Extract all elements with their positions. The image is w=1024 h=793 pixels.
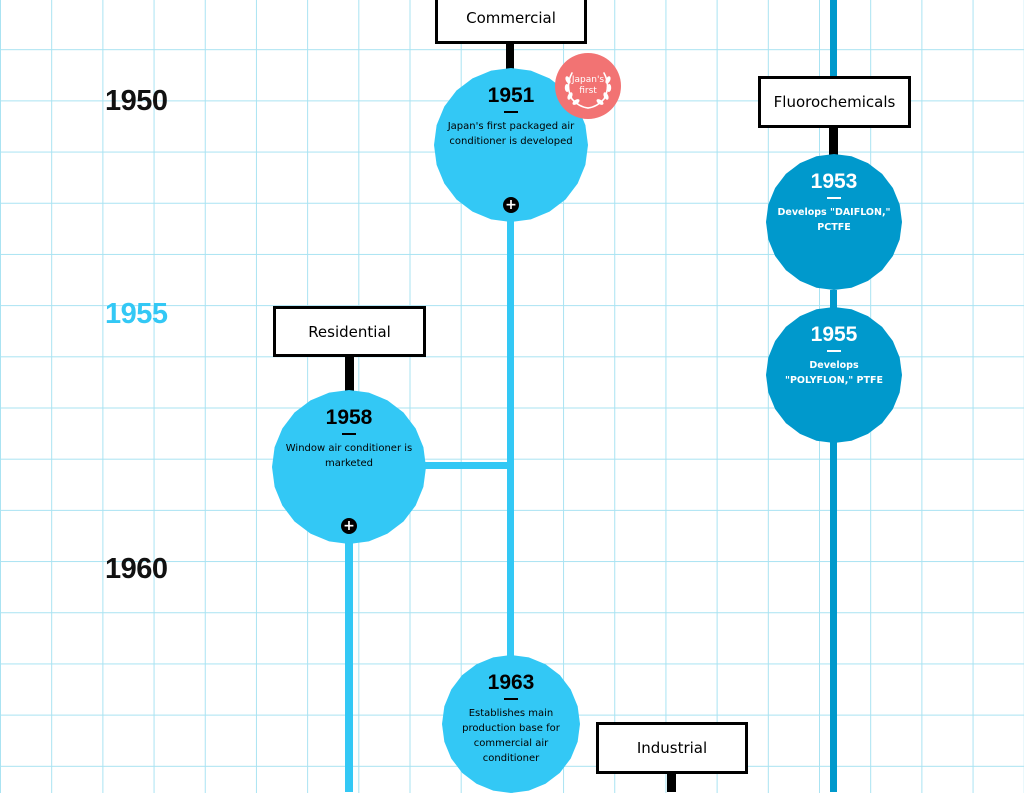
event-year: 1955 xyxy=(810,323,858,346)
event-node-1955[interactable]: 1955 Develops "POLYFLON," PTFE xyxy=(766,307,902,443)
year-dash xyxy=(827,350,841,352)
fluorochemicals-timeline-mid xyxy=(830,290,837,312)
year-label-1950: 1950 xyxy=(105,85,168,117)
category-industrial[interactable]: Industrial xyxy=(596,722,748,774)
event-description: Japan's first packaged air conditioner i… xyxy=(447,121,575,147)
category-fluorochemicals[interactable]: Fluorochemicals xyxy=(758,76,911,128)
category-commercial[interactable]: Commercial xyxy=(435,0,587,44)
year-dash xyxy=(504,698,518,700)
year-dash xyxy=(504,111,518,113)
event-year: 1951 xyxy=(487,84,535,107)
expand-plus-icon[interactable]: + xyxy=(341,518,357,534)
commercial-connector xyxy=(506,40,514,74)
residential-branch xyxy=(420,462,510,469)
industrial-connector xyxy=(667,772,676,792)
fluorochemicals-timeline xyxy=(830,440,837,792)
expand-plus-icon[interactable]: + xyxy=(503,197,519,213)
event-year: 1953 xyxy=(810,170,858,193)
category-residential[interactable]: Residential xyxy=(273,306,426,357)
year-dash xyxy=(342,433,356,435)
event-node-1953[interactable]: 1953 Develops "DAIFLON," PCTFE xyxy=(766,154,902,290)
event-description: Develops "POLYFLON," PTFE xyxy=(785,360,883,386)
year-label-1955: 1955 xyxy=(105,298,168,330)
event-description: Establishes main production base for com… xyxy=(462,708,560,764)
event-description: Develops "DAIFLON," PCTFE xyxy=(777,207,891,233)
laurel-wreath-icon xyxy=(564,72,612,109)
event-node-1951[interactable]: 1951 Japan's first packaged air conditio… xyxy=(434,68,588,222)
badge-text: Japan's first xyxy=(571,75,605,96)
fluorochemicals-connector xyxy=(829,126,838,156)
event-year: 1958 xyxy=(325,406,373,429)
event-description: Window air conditioner is marketed xyxy=(285,443,413,469)
commercial-timeline xyxy=(507,218,514,658)
year-label-1960: 1960 xyxy=(105,553,168,585)
residential-connector xyxy=(345,354,354,394)
year-dash xyxy=(827,197,841,199)
japans-first-badge: Japan's first xyxy=(555,53,621,119)
residential-timeline xyxy=(345,540,353,792)
event-node-1963[interactable]: 1963 Establishes main production base fo… xyxy=(442,655,580,793)
event-year: 1963 xyxy=(487,671,535,694)
fluorochemicals-timeline-top xyxy=(830,0,837,80)
event-node-1958[interactable]: 1958 Window air conditioner is marketed xyxy=(272,390,426,544)
